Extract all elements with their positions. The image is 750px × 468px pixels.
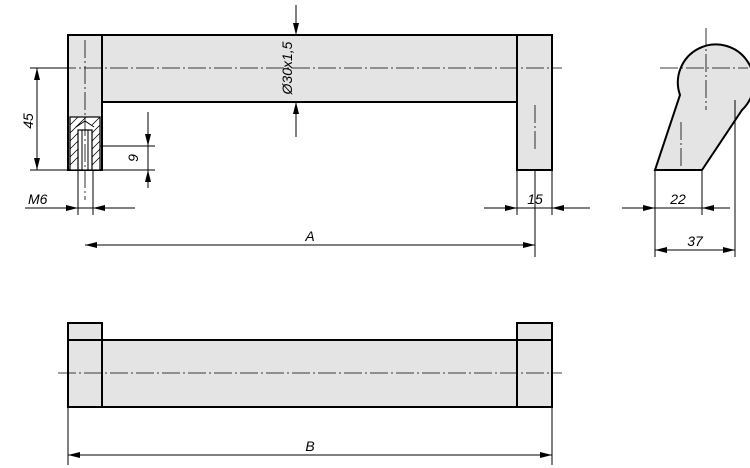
plan-view: B xyxy=(58,322,562,465)
insert-label: 9 xyxy=(125,154,141,162)
front-view: 45 Ø30x1,5 9 M6 xyxy=(20,5,590,257)
right-cap xyxy=(516,339,553,408)
profile-base-label: 22 xyxy=(669,191,686,207)
dimension-profile-width: 37 xyxy=(655,100,736,257)
dimension-length-a: A xyxy=(85,170,536,257)
left-cap-top xyxy=(67,322,103,341)
profile-width-label: 37 xyxy=(687,233,704,249)
height-label: 45 xyxy=(20,113,36,129)
dimension-insert: 9 xyxy=(100,112,155,188)
handle-profile xyxy=(653,43,750,171)
thread-label: M6 xyxy=(28,191,48,207)
side-profile-view: 22 37 xyxy=(622,28,750,257)
length-b-label: B xyxy=(305,438,314,454)
dimension-thread: M6 xyxy=(25,170,135,215)
plan-tube xyxy=(101,339,519,408)
dimension-length-b: B xyxy=(67,407,553,465)
dimension-profile-base: 22 xyxy=(622,170,730,257)
crossbar-tube xyxy=(101,34,519,103)
dimension-tube: Ø30x1,5 xyxy=(279,5,299,137)
tube-label: Ø30x1,5 xyxy=(279,41,295,95)
dimension-height: 45 xyxy=(20,67,68,171)
right-leg xyxy=(516,34,553,171)
left-cap xyxy=(67,339,103,408)
right-cap-top xyxy=(516,322,553,341)
length-a-label: A xyxy=(304,228,314,244)
dimension-foot: 15 xyxy=(484,170,590,215)
